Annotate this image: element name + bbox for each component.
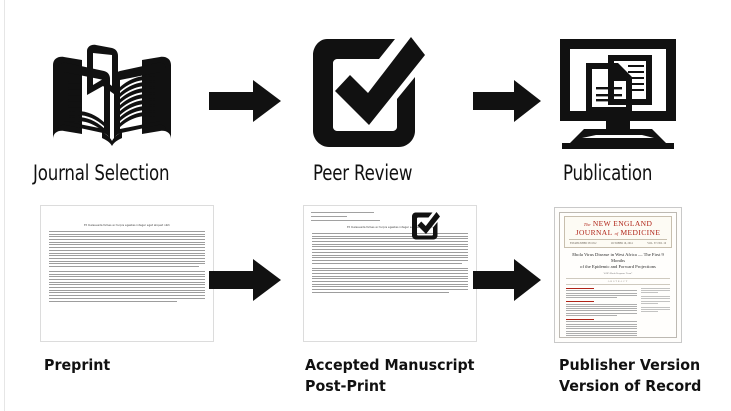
version-label-preprint: Preprint [44,355,110,376]
version-label-preprint-line1: Preprint [44,356,111,374]
nejm-masthead-line2: JOURNAL of MEDICINE [575,228,661,238]
checkbox-check-icon [313,37,425,149]
nejm-side-column [640,287,670,337]
nejm-article-title: Ebola Virus Disease in West Africa — The… [572,251,664,269]
version-label-accepted-line2: Post-Print [305,377,386,395]
open-book-icon [42,37,182,149]
arrow-right-icon [209,258,281,302]
arrow-right-icon [473,79,541,123]
nejm-section-results [566,318,637,337]
nejm-columns [566,287,670,337]
arrow-right-icon [473,258,541,302]
nejm-main-column [566,287,637,337]
accepted-manuscript-page-thumbnail: Et malesuada fames ac turpis egestas int… [303,205,477,342]
version-label-accepted-line1: Accepted Manuscript [305,356,475,374]
stage-label-journal-selection: Journal Selection [33,161,170,185]
nejm-meta-right: VOL. 371 NO. 16 [647,241,666,245]
preprint-body-text [49,231,205,302]
version-label-publisher-line1: Publisher Version [559,356,701,374]
left-edge-divider [4,0,5,411]
nejm-meta-left: ESTABLISHED IN 1812 [570,241,597,245]
checkbox-check-icon [412,212,440,240]
nejm-abstract-label: ABSTRACT [566,277,670,285]
version-label-publisher-line2: Version of Record [559,377,702,395]
accepted-header-block [311,212,476,221]
nejm-issue-meta: ESTABLISHED IN 1812 OCTOBER 16, 2014 VOL… [567,242,669,245]
version-label-accepted-manuscript: Accepted Manuscript Post-Print [305,355,474,397]
version-label-publisher-version: Publisher Version Version of Record [559,355,701,397]
nejm-masthead-line1: The NEW ENGLAND [583,219,653,228]
nejm-meta-center: OCTOBER 16, 2014 [610,241,633,245]
publisher-version-page-thumbnail: The NEW ENGLAND JOURNAL of MEDICINE ESTA… [554,207,682,343]
stage-label-peer-review: Peer Review [313,161,413,185]
nejm-section-background [566,287,637,298]
preprint-page-thumbnail: Et malesuada fames ac turpis egestas int… [40,205,214,342]
nejm-section-methods [566,300,637,316]
nejm-article-authors: WHO Ebola Response Team* [603,271,633,275]
preprint-title: Et malesuada fames ac turpis egestas int… [84,224,170,227]
nejm-masthead: The NEW ENGLAND JOURNAL of MEDICINE ESTA… [564,216,672,248]
monitor-documents-icon [556,37,680,149]
arrow-right-icon [209,79,281,123]
accepted-title: Et malesuada fames ac turpis egestas int… [347,226,433,229]
accepted-body-text [312,233,468,293]
stage-label-publication: Publication [563,161,653,185]
